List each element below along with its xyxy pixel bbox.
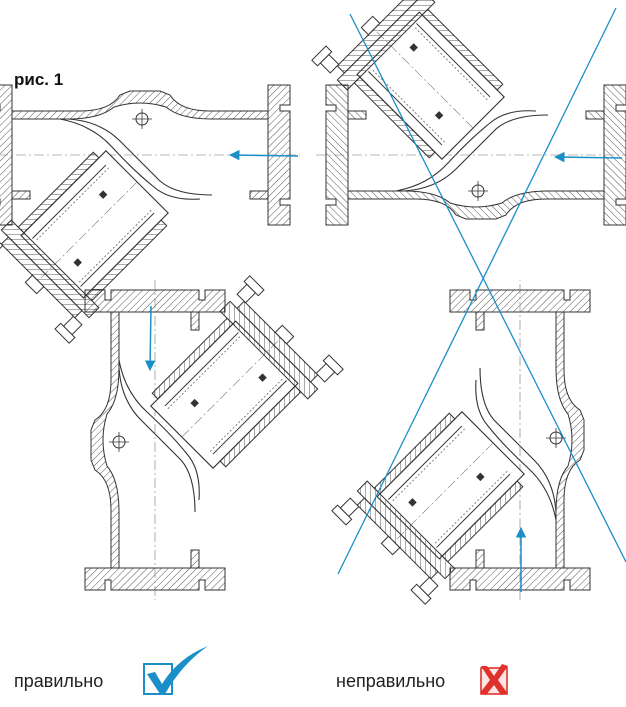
strainer-vertical-correct	[84, 275, 344, 601]
figure-label: рис. 1	[14, 70, 64, 89]
strainer-vertical-incorrect	[331, 279, 591, 605]
flow-arrow-top-right	[553, 151, 623, 163]
cross-out-line-1	[349, 13, 626, 563]
cross-out-line-2	[337, 7, 617, 575]
checkmark-icon	[143, 646, 208, 695]
flow-arrow-bottom-left	[144, 305, 156, 372]
cross-icon	[480, 664, 508, 695]
strainer-horizontal-incorrect	[311, 0, 626, 226]
legend-correct-label: правильно	[14, 671, 104, 691]
flow-arrow-top-left	[228, 149, 299, 161]
legend-incorrect-label: неправильно	[336, 671, 446, 691]
